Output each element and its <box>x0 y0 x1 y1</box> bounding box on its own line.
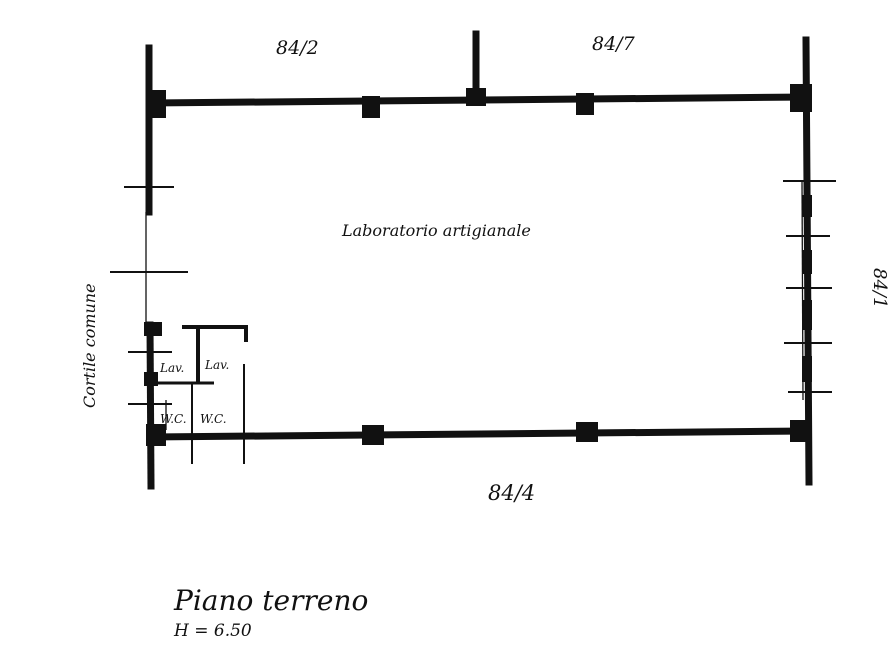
right-pier-4 <box>802 356 812 382</box>
right-pier-2 <box>802 250 812 274</box>
left-wall-lower <box>146 321 155 490</box>
neighbor-label-bottom: 84/4 <box>488 481 535 505</box>
height-caption: H = 6.50 <box>173 621 252 641</box>
pillar-bottom-left <box>146 424 166 446</box>
bathroom-block <box>158 325 248 464</box>
neighbor-label-top-left: 84/2 <box>276 37 319 59</box>
pillar-top-2 <box>576 93 594 115</box>
pillar-top-left <box>146 90 166 118</box>
wc-label-left: W.C. <box>160 412 187 426</box>
right-pier-1 <box>802 195 812 217</box>
floor-caption: Piano terreno <box>173 584 368 617</box>
right-pier-3 <box>802 300 812 330</box>
left-pillar-low <box>144 372 158 386</box>
pillar-top-right <box>790 84 812 112</box>
courtyard-label: Cortile comune <box>80 283 99 408</box>
pillar-bottom-1 <box>362 425 384 445</box>
pillar-top-1 <box>362 96 380 118</box>
pillar-top-mid <box>466 88 486 106</box>
left-pillar-mid <box>144 322 162 336</box>
pillar-bottom-2 <box>576 422 598 442</box>
right-openings <box>783 180 836 393</box>
left-openings <box>110 186 188 405</box>
neighbor-label-top-right: 84/7 <box>592 33 636 55</box>
pillars <box>146 84 812 446</box>
washroom-label-right: Lav. <box>204 358 229 372</box>
pillar-bottom-right <box>790 420 810 442</box>
neighbor-label-right: 84/1 <box>869 268 890 308</box>
bottom-wall <box>148 427 810 441</box>
washroom-label-left: Lav. <box>159 361 184 375</box>
room-label-main: Laboratorio artigianale <box>341 221 531 240</box>
wc-label-right: W.C. <box>200 412 227 426</box>
